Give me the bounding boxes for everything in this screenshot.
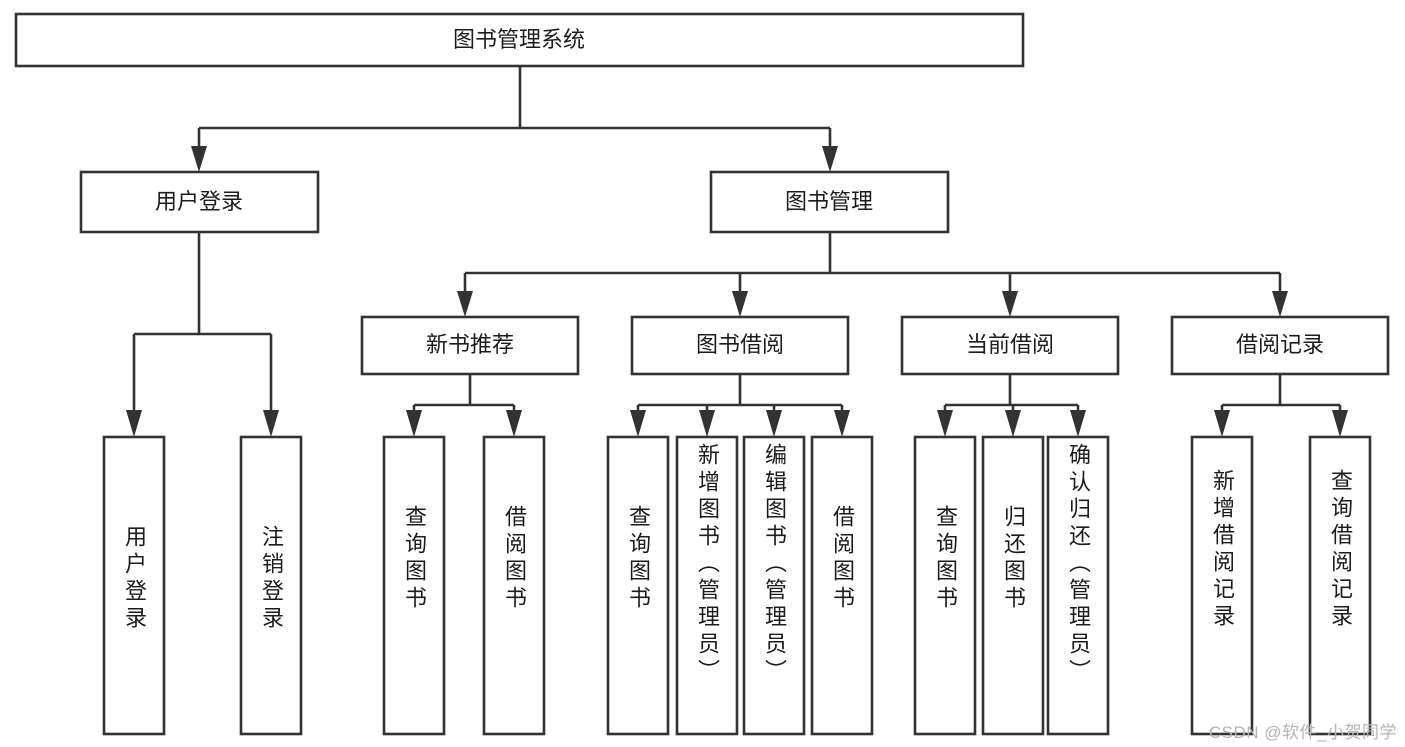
node-user-login-box[interactable] bbox=[79, 170, 320, 234]
node-leaf-confirm-return-box[interactable] bbox=[1046, 435, 1110, 736]
node-book-manage-label: 图书管理 bbox=[785, 189, 873, 214]
watermark-text: CSDN @软件_小贺同学 bbox=[1208, 723, 1397, 742]
node-leaf-return-book-box[interactable] bbox=[981, 435, 1045, 736]
arrowhead-book-manage bbox=[822, 146, 838, 172]
node-leaf-query-book-1-box[interactable] bbox=[382, 435, 446, 736]
arrowhead-leaf-logout-login bbox=[263, 410, 279, 437]
arrowhead-book-borrow bbox=[732, 291, 748, 317]
arrowhead-leaf-add-record bbox=[1214, 410, 1230, 437]
node-leaf-borrow-book-2-box[interactable] bbox=[810, 435, 874, 736]
arrowhead-leaf-query-book-3 bbox=[937, 410, 953, 437]
arrowhead-leaf-return-book bbox=[1005, 410, 1021, 437]
node-borrow-record[interactable]: 借阅记录 bbox=[1170, 315, 1390, 376]
node-user-login-label: 用户登录 bbox=[155, 189, 243, 214]
node-book-borrow-box[interactable] bbox=[630, 315, 850, 376]
arrowhead-borrow-record bbox=[1272, 291, 1288, 317]
arrowhead-leaf-edit-book bbox=[766, 410, 782, 437]
node-new-book-recommend-label: 新书推荐 bbox=[426, 332, 514, 357]
arrowhead-leaf-query-record bbox=[1332, 410, 1348, 437]
node-root-box[interactable] bbox=[14, 12, 1025, 68]
node-current-borrow[interactable]: 当前借阅 bbox=[900, 315, 1120, 376]
node-leaf-add-book-box[interactable] bbox=[675, 435, 739, 736]
node-leaf-user-login-box[interactable] bbox=[102, 435, 166, 736]
node-current-borrow-box[interactable] bbox=[900, 315, 1120, 376]
arrowhead-new-book-recommend bbox=[457, 291, 473, 317]
node-leaf-borrow-book-1-box[interactable] bbox=[482, 435, 546, 736]
node-book-borrow-label: 图书借阅 bbox=[696, 332, 784, 357]
node-current-borrow-label: 当前借阅 bbox=[966, 332, 1054, 357]
node-leaf-query-record-box[interactable] bbox=[1308, 435, 1372, 736]
arrowhead-current-borrow bbox=[1002, 291, 1018, 317]
node-borrow-record-label: 借阅记录 bbox=[1236, 332, 1324, 357]
node-user-login[interactable]: 用户登录 bbox=[79, 170, 320, 234]
node-leaf-query-book-3-box[interactable] bbox=[913, 435, 977, 736]
arrowhead-leaf-add-book bbox=[699, 410, 715, 437]
arrowhead-leaf-query-book-2 bbox=[630, 410, 646, 437]
arrowhead-leaf-borrow-book-2 bbox=[834, 410, 850, 437]
arrowhead-leaf-borrow-book-1 bbox=[506, 410, 522, 437]
node-leaf-add-record-box[interactable] bbox=[1190, 435, 1254, 736]
edges-layer bbox=[126, 66, 1348, 437]
node-book-borrow[interactable]: 图书借阅 bbox=[630, 315, 850, 376]
arrowhead-leaf-query-book-1 bbox=[406, 410, 422, 437]
node-root[interactable]: 图书管理系统 bbox=[14, 12, 1025, 68]
node-root-label: 图书管理系统 bbox=[453, 27, 585, 52]
node-leaf-edit-book-box[interactable] bbox=[742, 435, 806, 736]
arrowhead-user-login bbox=[191, 146, 207, 172]
node-new-book-recommend-box[interactable] bbox=[360, 315, 580, 376]
arrowhead-leaf-user-login bbox=[126, 410, 142, 437]
node-book-manage-box[interactable] bbox=[709, 170, 950, 234]
node-borrow-record-box[interactable] bbox=[1170, 315, 1390, 376]
node-new-book-recommend[interactable]: 新书推荐 bbox=[360, 315, 580, 376]
arrowhead-leaf-confirm-return bbox=[1070, 410, 1086, 437]
node-leaf-query-book-2-box[interactable] bbox=[606, 435, 670, 736]
node-leaf-logout-login-box[interactable] bbox=[239, 435, 303, 736]
node-book-manage[interactable]: 图书管理 bbox=[709, 170, 950, 234]
nodes-layer: 图书管理系统 用户登录 图书管理 新书推荐 图书借阅 当前 bbox=[14, 12, 1390, 736]
